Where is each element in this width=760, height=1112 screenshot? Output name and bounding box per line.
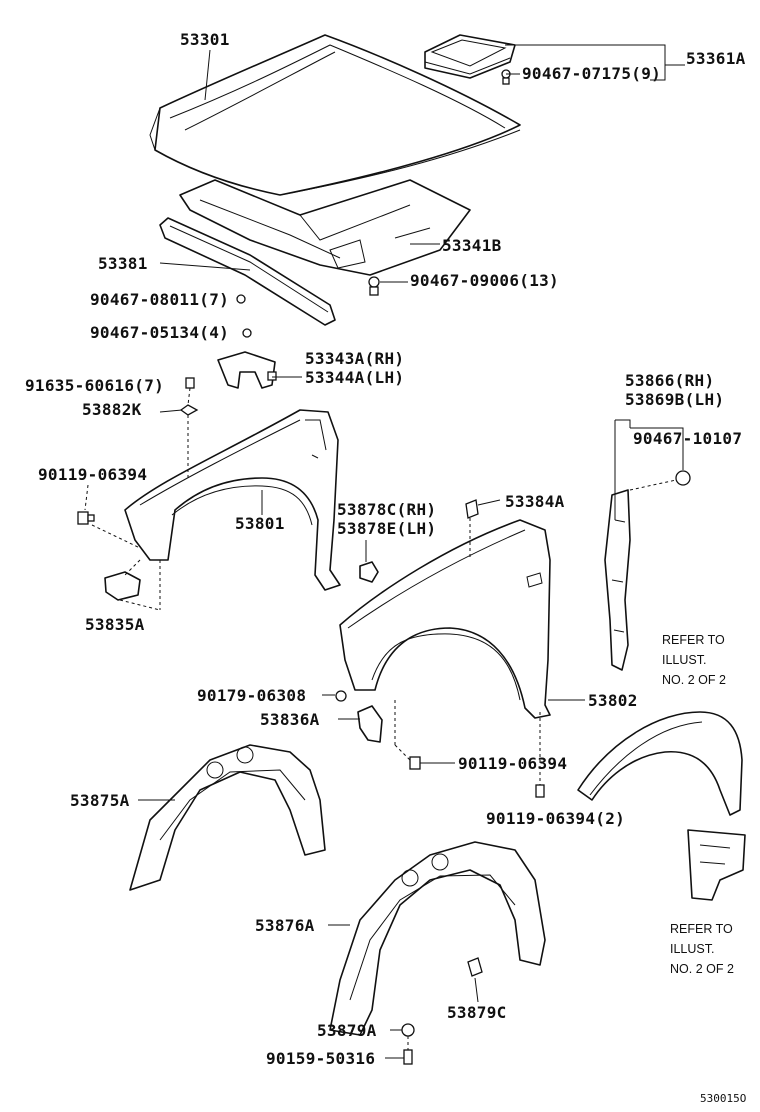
bolt-90119-06394-qty2-icon [535,784,545,798]
fender-liner-53875a-part [129,744,326,891]
label-90467-07175: 90467-07175(9) [522,64,661,83]
fender-liner-53866-part [604,489,631,671]
note-bottom-line1: REFER TO [670,922,733,936]
label-90467-10107: 90467-10107 [633,429,742,448]
clip-90467-10107-icon [675,470,691,486]
label-53301: 53301 [180,30,230,49]
rh-front-fender [339,519,551,719]
bracket-53835a-part [104,571,141,601]
label-90119-06394-left: 90119-06394 [38,465,147,484]
hood-panel [149,34,521,196]
label-53381: 53381 [98,254,148,273]
hood-scoop-part [424,34,516,79]
label-53343a: 53343A(RH) [305,349,404,368]
hood-insulator [179,179,471,276]
note-top-line3: NO. 2 OF 2 [662,673,726,687]
hood-seal-strip [159,217,336,326]
bracket-53836a-part [357,705,383,743]
label-53875a: 53875A [70,791,130,810]
label-53869b: 53869B(LH) [625,390,724,409]
bolt-91635-60616-icon [185,377,195,389]
label-53879a: 53879A [317,1021,377,1040]
leader-lines [84,44,685,1059]
clip-53879c-icon [467,957,483,977]
label-53866: 53866(RH) [625,371,714,390]
clip-53384a-icon [465,499,479,519]
lh-front-fender [124,409,341,591]
label-53882k: 53882K [82,400,142,419]
label-53836a: 53836A [260,710,320,729]
label-53835a: 53835A [85,615,145,634]
label-90179-06308: 90179-06308 [197,686,306,705]
fender-flare-part [577,711,743,816]
figure-code: 530015O [700,1092,746,1105]
note-bottom-line2: ILLUST. [670,942,714,956]
label-91635-60616: 91635-60616(7) [25,376,164,395]
label-53802: 53802 [588,691,638,710]
clip-90467-08011-icon [236,294,246,304]
clip-53879a-icon [401,1023,415,1037]
hood-hinge-part [217,351,277,389]
bolt-90119-06394-right-icon [409,756,421,770]
part-labels: 53301 53361A 90467-07175(9) 53341B 53381… [25,30,746,1068]
note-top-line1: REFER TO [662,633,725,647]
clip-90467-07175-icon [501,69,511,85]
clip-90467-09006-icon [368,276,380,296]
label-90119-06394-qty2: 90119-06394(2) [486,809,625,828]
label-90467-08011: 90467-08011(7) [90,290,229,309]
mudguard-part [687,829,746,901]
screw-90159-50316-icon [403,1049,413,1065]
clip-90179-06308-icon [335,690,347,702]
label-53878e: 53878E(LH) [337,519,436,538]
label-53801: 53801 [235,514,285,533]
note-bottom-line3: NO. 2 OF 2 [670,962,734,976]
clip-90467-05134-icon [242,328,252,338]
bolt-90119-06394-left-icon [77,511,95,525]
label-53876a: 53876A [255,916,315,935]
note-top-line2: ILLUST. [662,653,706,667]
label-53341b: 53341B [442,236,502,255]
label-90119-06394-right: 90119-06394 [458,754,567,773]
reference-notes: REFER TO ILLUST. NO. 2 OF 2 REFER TO ILL… [662,633,734,976]
label-53878c: 53878C(RH) [337,500,436,519]
washer-53882k-icon [179,404,199,416]
label-53361a: 53361A [686,49,746,68]
fender-liner-53876a-part [329,841,546,1036]
label-53879c: 53879C [447,1003,507,1022]
label-90467-09006: 90467-09006(13) [410,271,559,290]
label-90467-05134: 90467-05134(4) [90,323,229,342]
label-53384a: 53384A [505,492,565,511]
label-90159-50316: 90159-50316 [266,1049,375,1068]
fender-seal-53878-part [359,561,379,583]
label-53344a: 53344A(LH) [305,368,404,387]
